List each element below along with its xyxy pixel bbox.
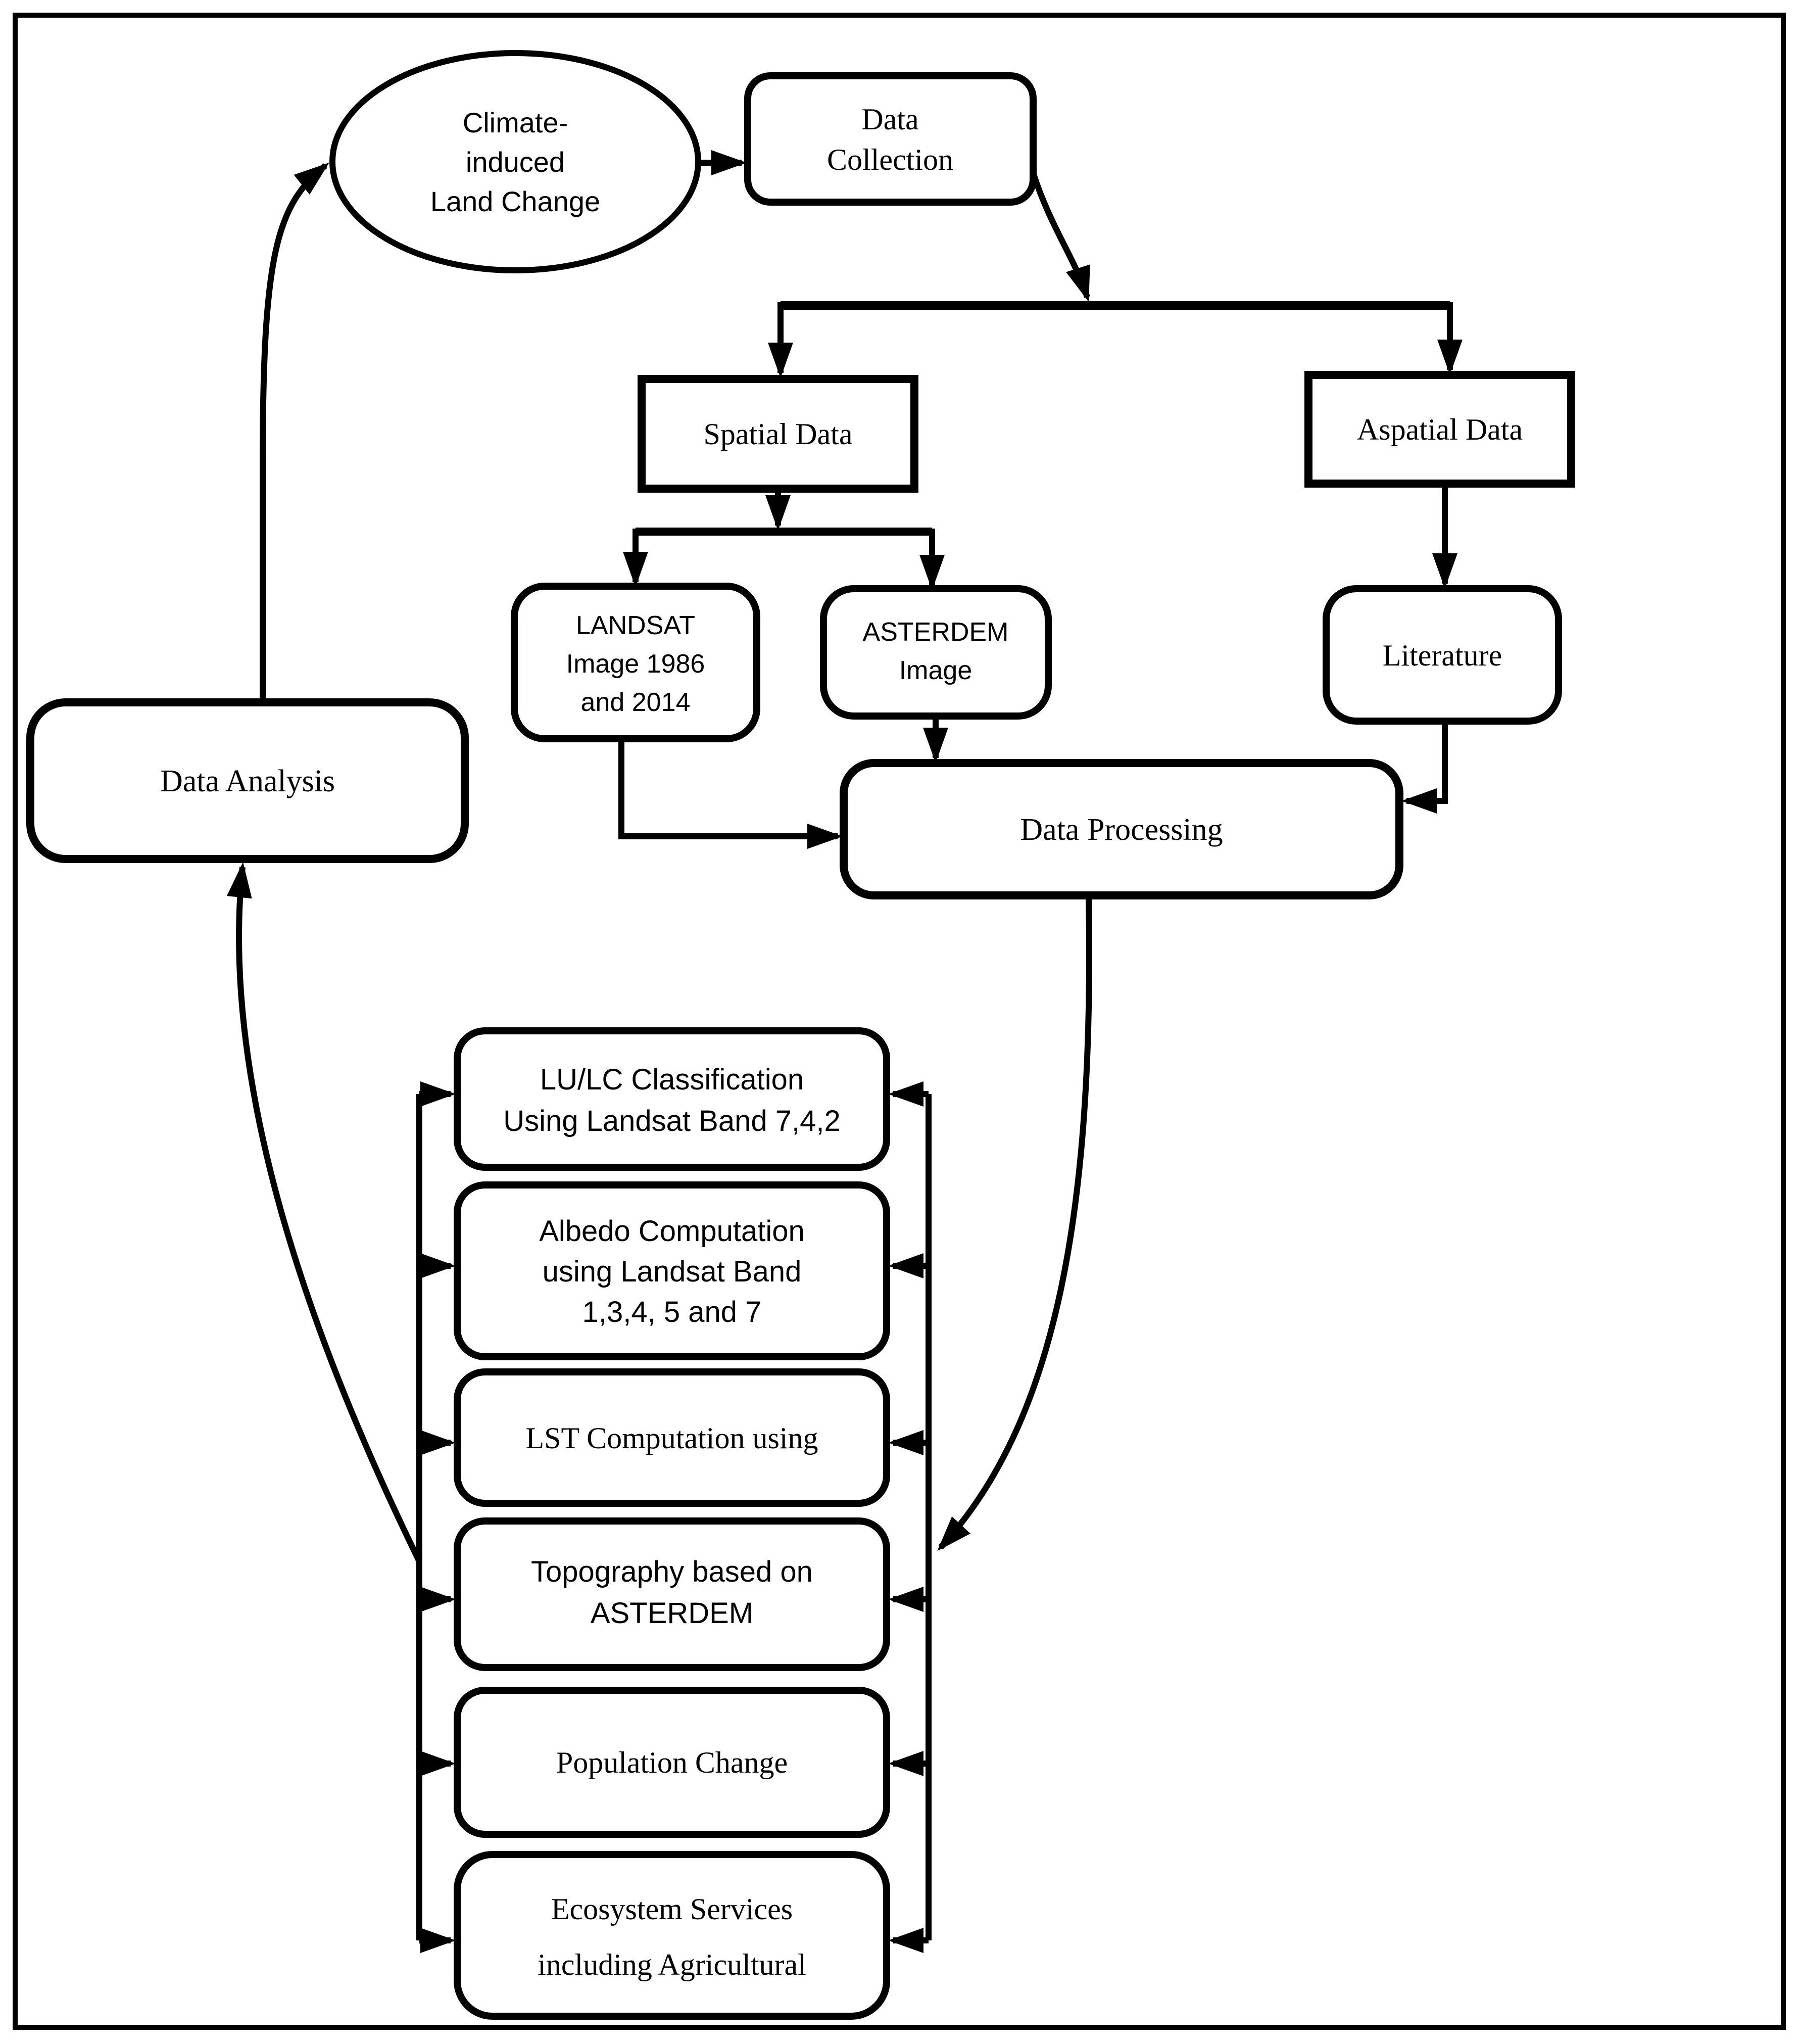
node-topography: Topography based on ASTERDEM — [454, 1517, 890, 1671]
data-analysis-label: Data Analysis — [160, 764, 335, 798]
lulc-box — [454, 1027, 890, 1171]
lulc-label: Using Landsat Band 7,4,2 — [503, 1105, 840, 1137]
albedo-label: Albedo Computation — [539, 1215, 805, 1248]
asterdem-label: ASTERDEM — [863, 617, 1009, 647]
data-collection-label: Collection — [827, 143, 953, 176]
literature-label: Literature — [1383, 639, 1502, 672]
topography-label: ASTERDEM — [591, 1597, 753, 1630]
population-label: Population Change — [556, 1746, 788, 1779]
lst-label: LST Computation using — [526, 1421, 818, 1455]
literature-box — [1323, 585, 1562, 725]
connector-left-rail-to-analysis — [226, 862, 422, 1563]
connector-landsat-to-processing — [618, 740, 843, 849]
landsat-label: LANDSAT — [576, 611, 695, 640]
lulc-label: LU/LC Classification — [540, 1063, 804, 1096]
node-literature: Literature — [1323, 585, 1562, 725]
climate-ellipse — [329, 50, 701, 273]
node-lst: LST Computation using — [454, 1368, 890, 1507]
connector-collection-to-splitter — [1031, 173, 1090, 302]
climate-label: Land Change — [430, 185, 600, 217]
topography-box — [454, 1517, 890, 1671]
landsat-label: and 2014 — [581, 688, 691, 717]
albedo-label: using Landsat Band — [543, 1255, 802, 1288]
data-processing-label: Data Processing — [1020, 813, 1223, 847]
landsat-box — [511, 583, 760, 742]
albedo-label: 1,3,4, 5 and 7 — [582, 1296, 762, 1328]
data-processing-box — [840, 759, 1403, 899]
node-aspatial-data: Aspatial Data — [1304, 371, 1575, 488]
climate-label: Climate- — [463, 107, 568, 138]
connector-literature-to-processing — [1401, 722, 1448, 814]
node-data-collection: Data Collection — [744, 72, 1037, 206]
topography-label: Topography based on — [531, 1555, 813, 1588]
lst-box — [454, 1368, 890, 1507]
climate-label: induced — [466, 146, 565, 178]
albedo-box — [454, 1181, 890, 1360]
data-analysis-box — [26, 698, 469, 863]
spatial-data-box — [638, 375, 918, 493]
ecosystem-label: Ecosystem Services — [551, 1892, 793, 1926]
node-ecosystem: Ecosystem Services including Agricultura… — [454, 1851, 890, 2020]
node-albedo: Albedo Computation using Landsat Band 1,… — [454, 1181, 890, 1360]
aspatial-data-box — [1304, 371, 1575, 488]
outer-border — [13, 13, 1786, 2030]
spatial-data-label: Spatial Data — [704, 417, 853, 451]
node-asterdem: ASTERDEM Image — [820, 585, 1052, 720]
data-collection-label: Data — [861, 103, 918, 136]
population-box — [454, 1687, 890, 1838]
connector-processing-to-right-rail — [937, 896, 1093, 1551]
data-collection-box — [744, 72, 1037, 206]
node-population: Population Change — [454, 1687, 890, 1838]
node-landsat: LANDSAT Image 1986 and 2014 — [511, 583, 760, 742]
ecosystem-label: including Agricultural — [538, 1948, 806, 1981]
landsat-label: Image 1986 — [566, 649, 705, 679]
asterdem-label: Image — [899, 656, 972, 685]
ecosystem-box — [454, 1851, 890, 2020]
node-data-analysis: Data Analysis — [26, 698, 469, 863]
node-data-processing: Data Processing — [840, 759, 1403, 899]
node-climate: Climate- induced Land Change — [329, 50, 701, 273]
asterdem-box — [820, 585, 1052, 720]
connector-analysis-to-climate — [260, 162, 329, 701]
aspatial-data-label: Aspatial Data — [1357, 413, 1523, 446]
node-spatial-data: Spatial Data — [638, 375, 918, 493]
node-lulc: LU/LC Classification Using Landsat Band … — [454, 1027, 890, 1171]
